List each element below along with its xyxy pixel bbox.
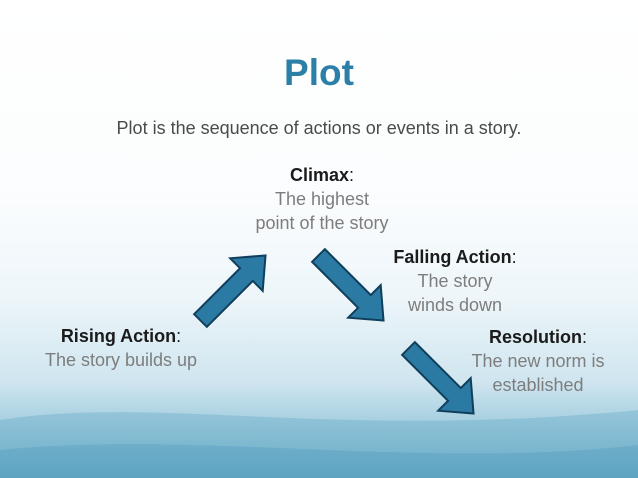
rising-arrow-icon xyxy=(192,254,267,329)
falling-arrow-icon xyxy=(310,247,385,322)
climax-heading: Climax xyxy=(289,165,349,185)
resolution-block: Resolution: The new norm is established xyxy=(452,325,624,397)
falling-action-desc-line-1: The story xyxy=(417,271,493,291)
falling-action-heading: Falling Action xyxy=(393,247,512,267)
rising-action-block: Rising Action: The story builds up xyxy=(18,324,224,372)
falling-action-colon: : xyxy=(511,247,517,267)
rising-action-desc-line-1: The story builds up xyxy=(44,350,198,370)
climax-block: Climax: The highest point of the story xyxy=(222,163,422,235)
climax-colon: : xyxy=(349,165,355,185)
slide-title: Plot xyxy=(284,52,354,93)
resolution-colon: : xyxy=(581,327,587,347)
climax-desc-line-2: point of the story xyxy=(255,213,389,233)
rising-arrow-shape xyxy=(192,254,267,329)
falling-action-block: Falling Action: The story winds down xyxy=(370,245,540,317)
rising-action-heading: Rising Action xyxy=(60,326,177,346)
resolution-arrow-icon xyxy=(400,340,475,415)
resolution-desc-line-1: The new norm is xyxy=(471,351,605,371)
resolution-heading: Resolution xyxy=(488,327,582,347)
resolution-arrow-shape xyxy=(400,340,475,415)
falling-action-desc-line-2: winds down xyxy=(407,295,503,315)
slide-subtitle: Plot is the sequence of actions or event… xyxy=(116,118,522,138)
resolution-desc-line-2: established xyxy=(492,375,584,395)
rising-action-colon: : xyxy=(176,326,182,346)
climax-desc-line-1: The highest xyxy=(274,189,370,209)
falling-arrow-shape xyxy=(310,247,385,322)
